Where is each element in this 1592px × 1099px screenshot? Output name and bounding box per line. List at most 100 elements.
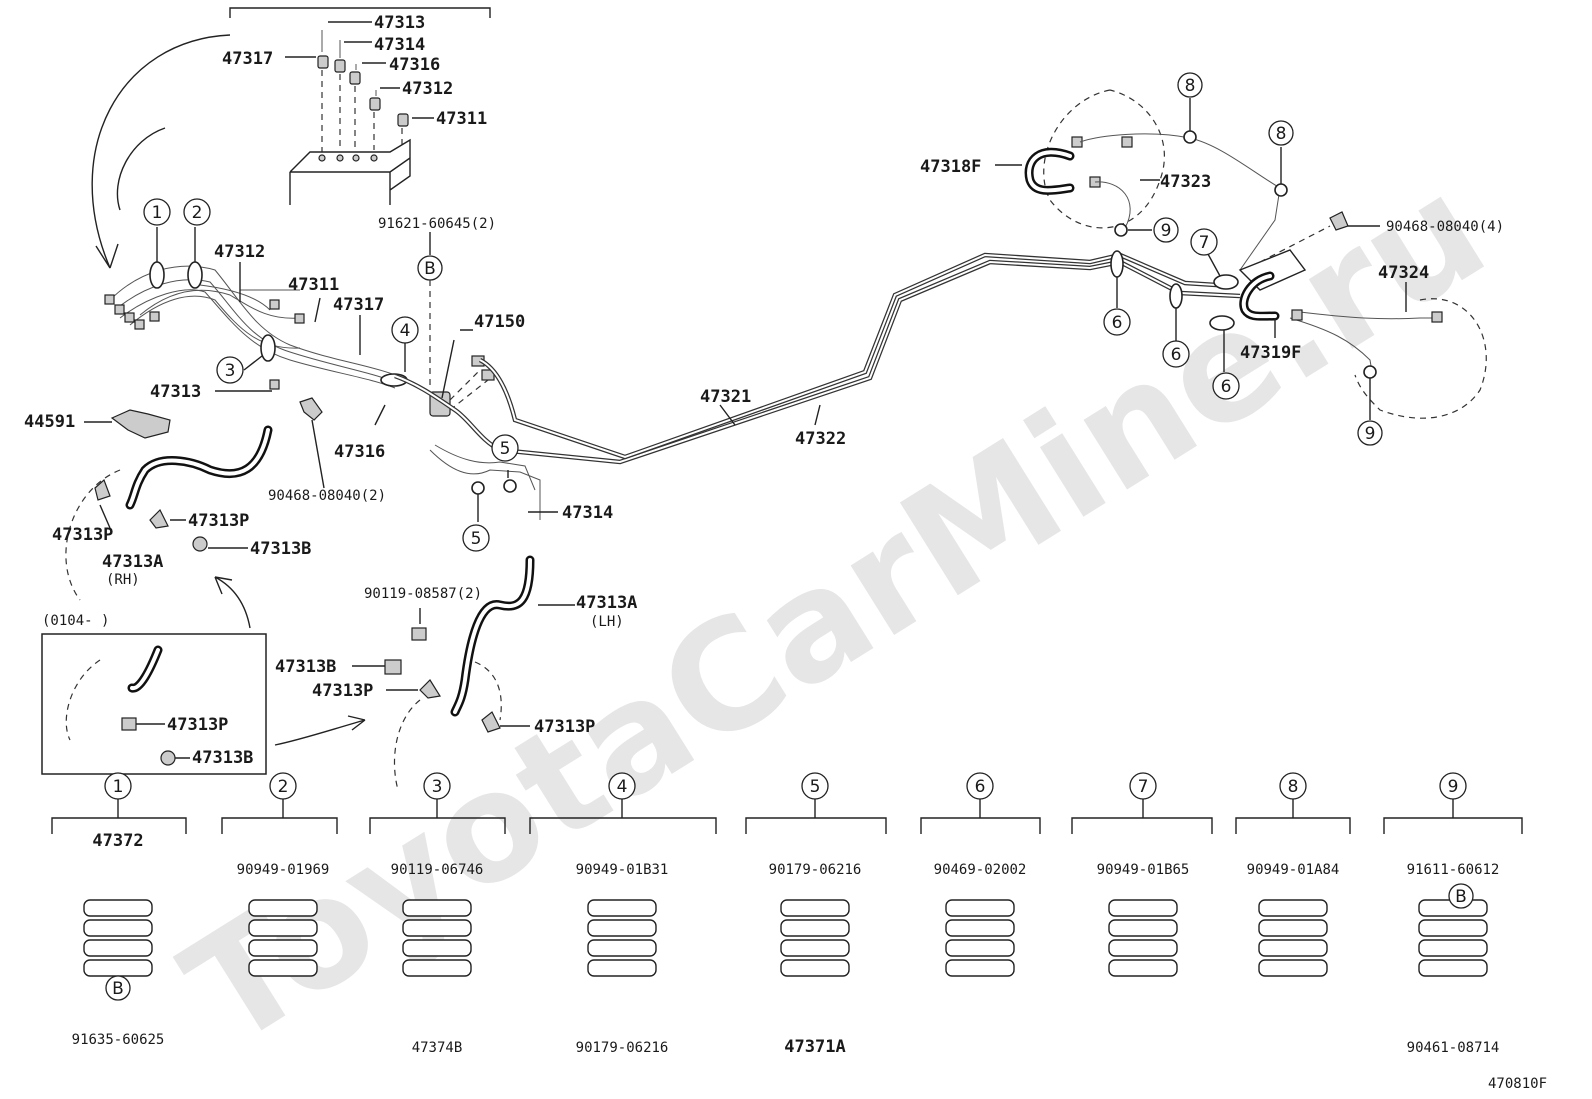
detail-callout-text: 3	[432, 777, 443, 797]
callout-5-a: 5	[500, 439, 511, 459]
label-47313A-lh: 47313A	[576, 593, 637, 613]
detail-part-label: 90949-01A84	[1247, 862, 1340, 878]
label-90468-left: 90468-08040(2)	[268, 488, 386, 504]
fitting-stack	[317, 30, 409, 127]
pointer-arrow-small	[116, 127, 166, 211]
label-47316-mid: 47316	[334, 442, 385, 462]
detail-part-label: 90949-01B65	[1097, 862, 1190, 878]
front-hose-lh: 90119-08587(2) 47313A (LH) 47313B 47313P…	[275, 555, 637, 791]
callout-3	[216, 356, 244, 384]
label-47316-top: 47316	[389, 55, 440, 75]
callout-6-a: 6	[1112, 313, 1123, 333]
detail-extra-label: 91635-60625	[72, 1032, 165, 1048]
label-47313B-box: 47313B	[192, 748, 253, 768]
label-47324: 47324	[1378, 263, 1429, 283]
detail-callout-text: 8	[1288, 777, 1299, 797]
part-90468-left: 90468-08040(2)	[268, 397, 386, 504]
label-47314-mid: 47314	[562, 503, 613, 523]
master-cylinder-detail: 47313 47314 47317 47316 47312 47311	[222, 7, 491, 205]
detail-part-label: 90949-01969	[237, 862, 330, 878]
label-47318F: 47318F	[920, 157, 981, 177]
label-90119-08587: 90119-08587(2)	[364, 586, 482, 602]
variant-box: (0104- ) 47313P 47313B	[41, 613, 267, 775]
callout-9-a: 9	[1161, 221, 1172, 241]
detail-part-label: 90461-08714	[1407, 1040, 1500, 1056]
label-47313P-right: 47313P	[534, 717, 595, 737]
label-47312-mid: 47312	[214, 242, 265, 262]
label-47313A-rh: 47313A	[102, 552, 163, 572]
detail-group-5: 5 90179-06216 47371A	[745, 772, 887, 1057]
callout-5-b: 5	[471, 529, 482, 549]
detail-ref-label: B	[112, 979, 124, 999]
detail-group-6: 6 90469-02002	[920, 772, 1041, 977]
callout-6-c: 6	[1221, 377, 1232, 397]
detail-part-label: 90179-06216	[576, 1040, 669, 1056]
label-47314-top: 47314	[374, 35, 425, 55]
label-47311-top: 47311	[436, 109, 487, 129]
clamp-1	[149, 261, 165, 289]
rear-right-assembly: 47318F 47323 8 8 9 6 6 6 7 90468-08040(4…	[920, 72, 1504, 446]
detail-part-label: 47374B	[412, 1040, 463, 1056]
label-47313B-left: 47313B	[250, 539, 311, 559]
callout-6-b: 6	[1171, 345, 1182, 365]
detail-callout-text: 2	[278, 777, 289, 797]
callout-2	[183, 198, 211, 226]
callout-7: 7	[1199, 233, 1210, 253]
label-47313B-center: 47313B	[275, 657, 336, 677]
front-pipe-bundle: 1 2 3 4 47312 47311 47317 47313 47316	[104, 198, 419, 462]
label-47319F: 47319F	[1240, 343, 1301, 363]
main-brake-pipes: 47321 47322	[394, 252, 1241, 465]
detail-callout-text: 7	[1138, 777, 1149, 797]
detail-group-7: 7 90949-01B65	[1071, 772, 1213, 977]
pipe-end-fittings	[104, 294, 305, 390]
callout-2-text: 2	[192, 203, 203, 223]
pointer-arrow-large	[91, 34, 231, 269]
detail-part-label: 91611-60612	[1407, 862, 1500, 878]
label-47313P-left1: 47313P	[188, 511, 249, 531]
detail-part-label: 47371A	[784, 1037, 845, 1057]
detail-part-label: 90469-02002	[934, 862, 1027, 878]
detail-callout-text: 1	[113, 777, 124, 797]
callout-9-b: 9	[1365, 424, 1376, 444]
detail-callout-text: 5	[810, 777, 821, 797]
reservoir-ports	[318, 154, 378, 162]
detail-group-8: 8 90949-01A84	[1235, 772, 1351, 977]
label-47313P-center: 47313P	[312, 681, 373, 701]
callout-8-b: 8	[1276, 124, 1287, 144]
detail-callout-text: 4	[617, 777, 628, 797]
label-47313-mid: 47313	[150, 382, 201, 402]
label-47321: 47321	[700, 387, 751, 407]
detail-group-3: 3 90119-06746 47374B	[369, 772, 506, 1056]
detail-group-2: 2 90949-01969	[221, 772, 338, 977]
label-90468-right: 90468-08040(4)	[1386, 219, 1504, 235]
label-47313P-box: 47313P	[167, 715, 228, 735]
label-47312-top: 47312	[402, 79, 453, 99]
label-rh: (RH)	[106, 572, 140, 588]
callout-1	[143, 198, 171, 226]
detail-part-label: 90179-06216	[769, 862, 862, 878]
label-44591: 44591	[24, 412, 75, 432]
detail-part-label: 90949-01B31	[576, 862, 669, 878]
callout-8-a: 8	[1185, 76, 1196, 96]
part-47314-mid: 5 5 47314	[429, 434, 613, 552]
detail-part-label: 90119-06746	[391, 862, 484, 878]
detail-ref-label: B	[1455, 887, 1467, 907]
label-47317-top: 47317	[222, 49, 273, 69]
detail-part-label: 47372	[92, 831, 143, 851]
label-47313P-left2: 47313P	[52, 525, 113, 545]
label-47323: 47323	[1160, 172, 1211, 192]
front-hose-rh: 47313P 47313P 47313A (RH) 47313B	[52, 425, 311, 601]
diagram-code: 470810F	[1488, 1076, 1547, 1092]
detail-callout-text: 9	[1448, 777, 1459, 797]
detail-group-4: 4 90949-01B31 90179-06216	[529, 772, 717, 1056]
part-44591: 44591	[24, 409, 171, 439]
detail-callout-text: 6	[975, 777, 986, 797]
label-47322: 47322	[795, 429, 846, 449]
clamp-3	[260, 334, 276, 362]
callout-4-text: 4	[400, 321, 411, 341]
clamp-2	[187, 261, 203, 289]
callout-B-top: B	[424, 259, 436, 279]
